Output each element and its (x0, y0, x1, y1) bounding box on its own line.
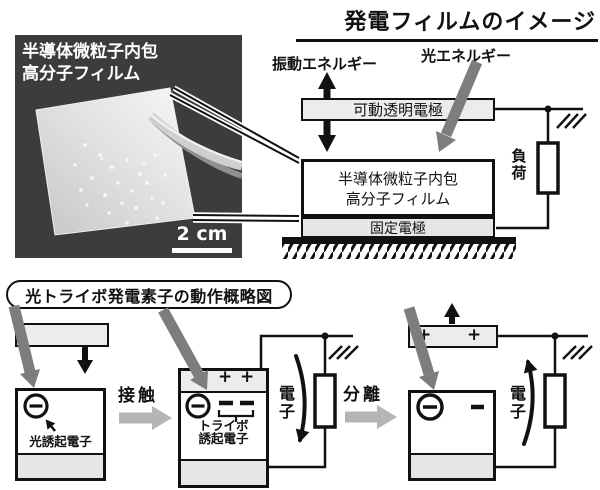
stage1-light-arrow-icon (8, 304, 40, 388)
stage2-electron-flow-arrow-icon (294, 354, 310, 443)
load-label: 負荷 (511, 147, 527, 182)
ground-icon (556, 113, 587, 129)
scale-bar (172, 248, 232, 253)
photo-film-label: 半導体微粒子内包 高分子フィルム (22, 41, 158, 85)
stage3-film-box (408, 390, 496, 481)
stage3-load-resistor (543, 373, 567, 429)
stage2-junction-dot (321, 332, 329, 340)
page-title: 発電フィルムのイメージ (296, 4, 598, 42)
tribo-electron-label-line1: トライボ (198, 418, 249, 433)
stage1-press-arrow-icon (77, 347, 93, 374)
separation-step-arrow-icon (345, 405, 397, 429)
fixed-electrode-box: 固定電極 (301, 217, 495, 238)
stage2-load-resistor (313, 373, 337, 429)
light-energy-label: 光エネルギー (421, 47, 512, 65)
contact-step-arrow-icon (119, 406, 172, 430)
photo-film-label-line2: 高分子フィルム (22, 64, 141, 84)
tribo-electron-label: トライボ 誘起電子 (178, 419, 269, 445)
junction-dot (544, 105, 552, 113)
stage2-fixed-electrode (181, 459, 266, 485)
stage3-plus-charge-1: + (417, 325, 432, 345)
stage3-release-arrow-icon (444, 303, 460, 324)
scale-label: 2 cm (176, 223, 228, 245)
stage3-junction-dot (551, 332, 559, 340)
tribo-electron-label-line2: 誘起電子 (198, 431, 249, 446)
fixed-electrode-label: 固定電極 (370, 220, 426, 237)
separation-step-label: 分離 (343, 385, 383, 405)
device-circuit-wires (495, 107, 583, 230)
movable-electrode-box: 可動透明電極 (301, 98, 495, 121)
contact-step-label: 接触 (118, 386, 158, 406)
stage3-electron-flow-label: 電子 (509, 384, 526, 421)
stage1-movable-electrode (15, 323, 109, 347)
stage2-plus-charge-1: + (218, 367, 233, 387)
vibration-energy-label: 振動エネルギー (272, 55, 378, 73)
stage1-fixed-electrode (18, 453, 103, 478)
film-box-label-line1: 半導体微粒子内包 (337, 170, 458, 188)
film-speckles (73, 143, 167, 225)
film-photo: 半導体微粒子内包 高分子フィルム 2 cm (15, 35, 242, 258)
stage3-plus-charge-2: + (467, 325, 482, 345)
stage3-ground-icon (562, 345, 593, 360)
load-resistor (536, 141, 560, 195)
stage2-plus-charge-2: + (240, 367, 255, 387)
movable-electrode-label: 可動透明電極 (352, 101, 443, 119)
film-sample (35, 87, 196, 236)
stage3-fixed-electrode (411, 453, 493, 478)
stage3-light-arrow-icon (403, 306, 439, 390)
stage2-ground-icon (328, 345, 359, 360)
stage2-electron-flow-label: 電子 (278, 384, 295, 421)
photoinduced-electron-label: 光誘起電子 (29, 434, 92, 449)
base-hatching (282, 244, 516, 259)
photo-film-label-line1: 半導体微粒子内包 (22, 42, 158, 62)
schematic-section-title: 光トライボ発電素子の動作概略図 (6, 280, 292, 309)
film-box-label-line2: 高分子フィルム (345, 190, 451, 208)
base-bar (282, 237, 516, 244)
film-box: 半導体微粒子内包 高分子フィルム (301, 159, 495, 217)
